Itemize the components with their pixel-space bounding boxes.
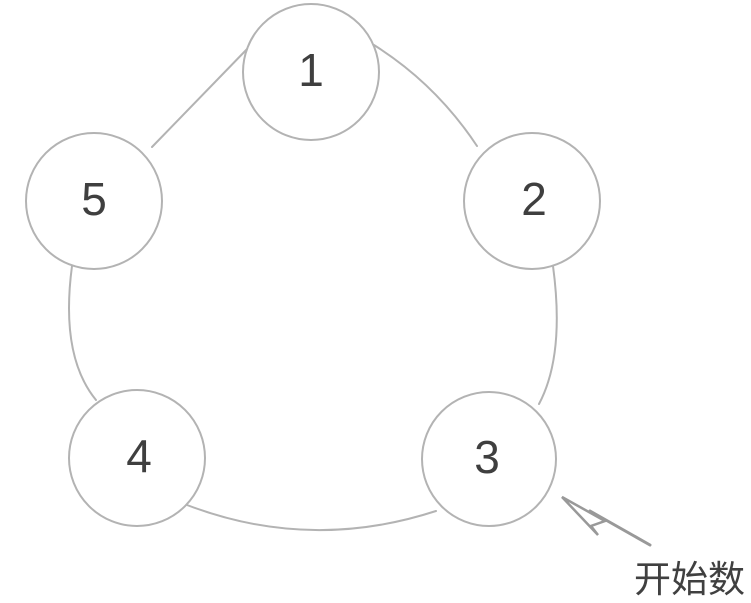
node-4-label: 4 bbox=[126, 430, 152, 482]
node-group: 1 2 3 4 5 bbox=[25, 3, 601, 527]
node-2[interactable]: 2 bbox=[463, 132, 601, 270]
edge-2-to-3 bbox=[538, 265, 558, 405]
node-4[interactable]: 4 bbox=[68, 389, 206, 527]
edge-3-to-4 bbox=[186, 504, 437, 532]
node-3-label: 3 bbox=[474, 431, 500, 483]
callout-arrow-head-icon bbox=[561, 495, 609, 536]
node-3-circle[interactable] bbox=[421, 391, 557, 527]
edge-group bbox=[68, 44, 558, 532]
node-5-label: 5 bbox=[81, 173, 107, 225]
callout-arrow-line bbox=[588, 509, 652, 547]
edge-1-to-2 bbox=[373, 44, 478, 147]
node-5[interactable]: 5 bbox=[25, 132, 163, 270]
node-1-label: 1 bbox=[298, 44, 324, 96]
edge-5-to-1 bbox=[151, 45, 251, 148]
node-1[interactable]: 1 bbox=[242, 3, 380, 141]
node-4-circle[interactable] bbox=[68, 389, 206, 527]
start-count-callout: 开始数 bbox=[561, 495, 745, 601]
edge-4-to-5 bbox=[68, 265, 97, 401]
node-2-label: 2 bbox=[521, 173, 547, 225]
node-2-circle[interactable] bbox=[463, 132, 601, 270]
node-1-circle[interactable] bbox=[242, 3, 380, 141]
callout-label: 开始数 bbox=[634, 558, 745, 601]
node-3[interactable]: 3 bbox=[421, 391, 557, 527]
node-5-circle[interactable] bbox=[25, 132, 163, 270]
